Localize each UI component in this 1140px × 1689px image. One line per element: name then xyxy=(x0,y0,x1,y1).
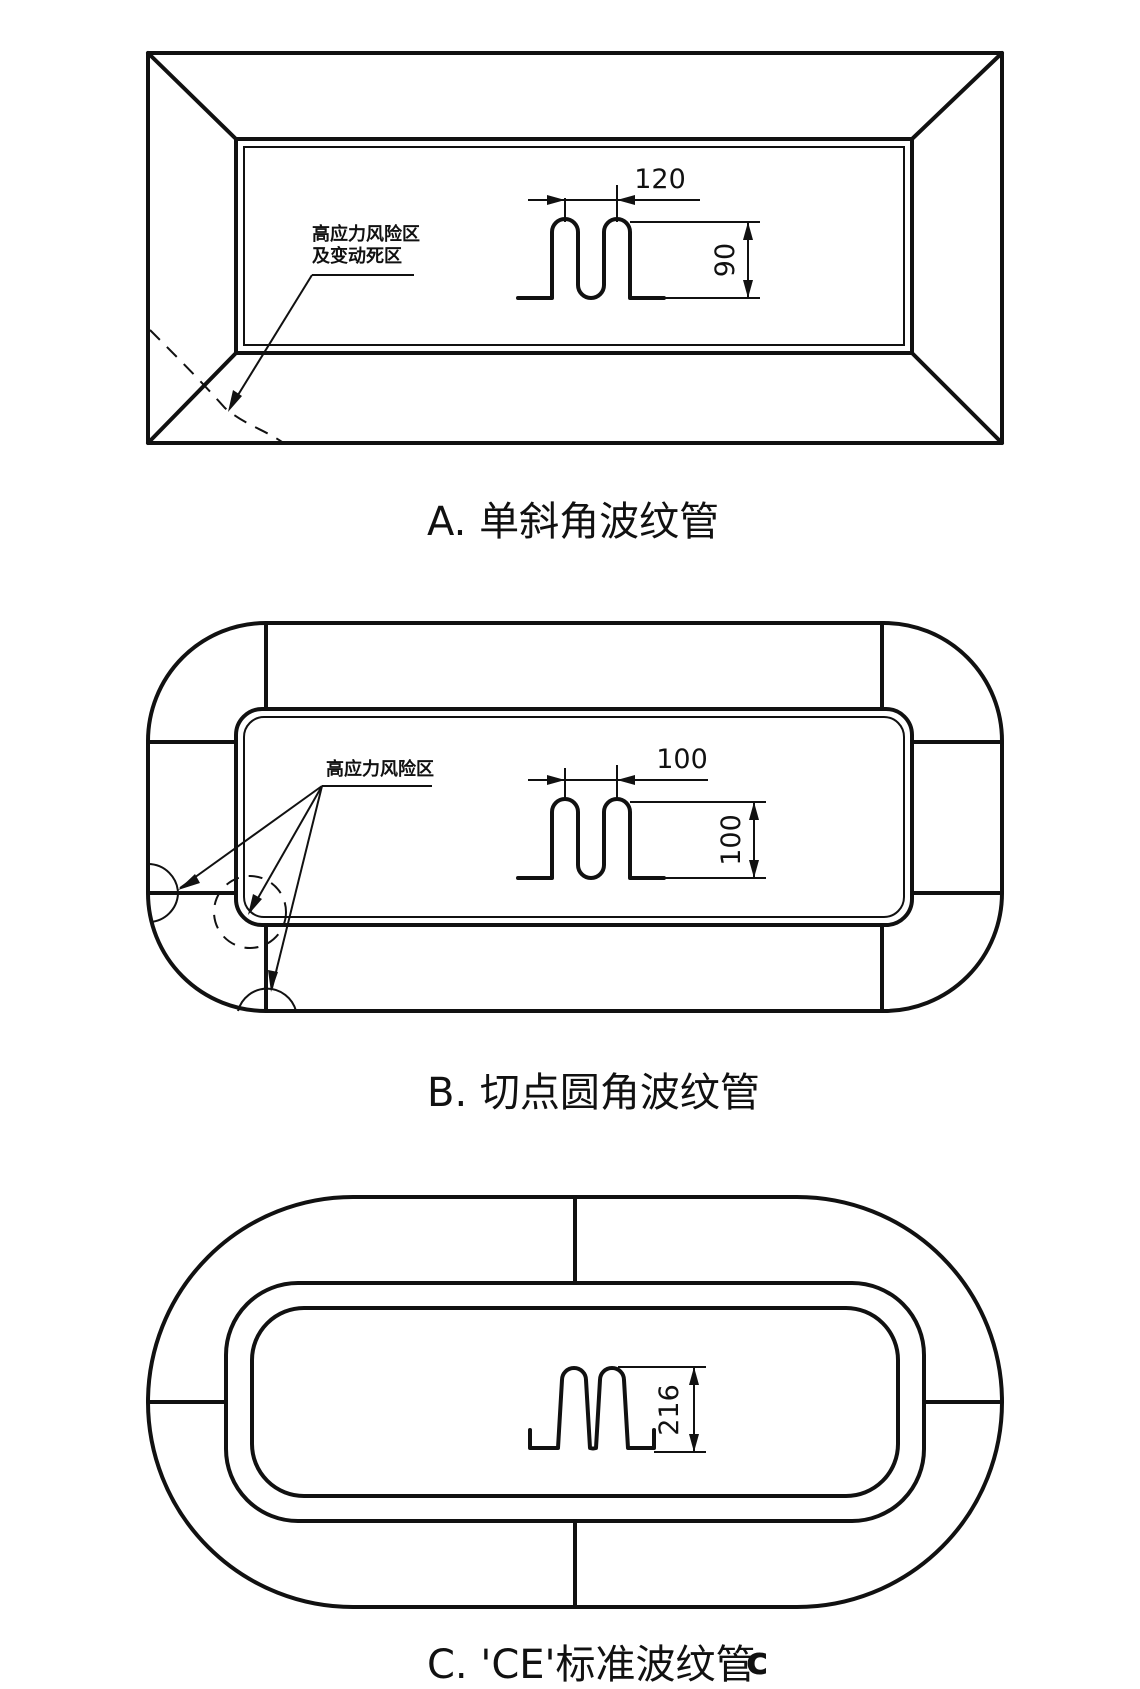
figure-c-height-arrow-top xyxy=(689,1367,699,1385)
figure-a-bevel-tr xyxy=(910,51,1004,141)
figure-c-height-label: 216 xyxy=(654,1384,685,1436)
figure-a-corrugation-profile xyxy=(516,217,666,300)
figure-c-corrugation-profile xyxy=(528,1366,656,1451)
figure-a-bevel-tl xyxy=(146,51,238,141)
figure-b-caption: B. 切点圆角波纹管 xyxy=(427,1070,760,1116)
figure-b-tangent-fillet-bellows: 100 100 高应力风险区 B. 切点圆角波纹管 xyxy=(146,621,1004,1116)
figure-c-height-arrow-bottom xyxy=(689,1434,699,1452)
figure-b-risk-circle-corner xyxy=(213,875,287,949)
figure-a-annotation-line2: 及变动死区 xyxy=(312,245,402,267)
figure-b-corrugation-profile xyxy=(516,797,666,880)
figure-b-outer-outline xyxy=(146,621,1004,1013)
figure-a-bevel-bl xyxy=(146,351,238,445)
figure-b-annotation-arrow-1 xyxy=(178,874,200,890)
figure-c-ce-standard-bellows: 216 C. 'CE'标准波纹管 c xyxy=(146,1195,1004,1688)
figure-c-middle-outline xyxy=(224,1281,926,1523)
figure-c-inner-outline xyxy=(250,1306,900,1498)
figure-b-risk-circle-left xyxy=(147,863,179,895)
figure-b-annotation-leader-1 xyxy=(179,785,323,889)
figure-b-pitch-label: 100 xyxy=(656,744,708,775)
figure-b-pitch-arrow-right xyxy=(617,775,635,785)
figure-b-pitch-arrow-left xyxy=(547,775,565,785)
figure-a-pitch-arrow-right xyxy=(617,195,635,205)
figure-a-inner-frame-offset xyxy=(243,146,905,346)
figure-b-risk-circle-left-lower xyxy=(149,893,179,923)
figure-b-annotation-leader-3 xyxy=(271,785,323,989)
figure-a-annotation-arrow xyxy=(228,390,242,412)
figure-a-annotation-line1: 高应力风险区 xyxy=(312,223,420,245)
figure-b-inner-outline-offset xyxy=(243,716,905,918)
figure-b-height-label: 100 xyxy=(716,814,747,866)
figure-a-inner-frame xyxy=(234,137,914,355)
figure-a-caption: A. 单斜角波纹管 xyxy=(427,499,719,545)
figure-a-height-arrow-bottom xyxy=(743,280,753,298)
figure-c-caption-suffix: c xyxy=(746,1639,769,1683)
figure-a-height-label: 90 xyxy=(710,243,741,277)
figure-b-annotation-leader-2 xyxy=(249,785,323,913)
figure-a-pitch-label: 120 xyxy=(634,164,686,195)
figure-b-annotation-arrow-2 xyxy=(248,894,262,915)
figure-a-outer-frame xyxy=(146,51,1004,445)
figure-b-annotation-text: 高应力风险区 xyxy=(326,758,434,780)
figure-c-caption: C. 'CE'标准波纹管 xyxy=(427,1642,756,1688)
figure-a-annotation-leader xyxy=(229,274,313,409)
figure-a-height-arrow-top xyxy=(743,222,753,240)
figure-b-risk-circle-bottom xyxy=(237,987,297,1012)
figure-b-height-arrow-bottom xyxy=(749,860,759,878)
figure-b-inner-outline xyxy=(234,707,914,927)
figure-b-annotation-arrow-3 xyxy=(268,970,278,992)
figure-a-pitch-arrow-left xyxy=(547,195,565,205)
figure-a-bevel-br xyxy=(910,351,1004,445)
figure-a-dead-zone-boundary xyxy=(149,329,283,443)
figure-b-height-arrow-top xyxy=(749,802,759,820)
figure-a-single-bevel-bellows: 120 90 高应力风险区 及变动死区 A. 单斜角波纹管 xyxy=(146,51,1004,545)
